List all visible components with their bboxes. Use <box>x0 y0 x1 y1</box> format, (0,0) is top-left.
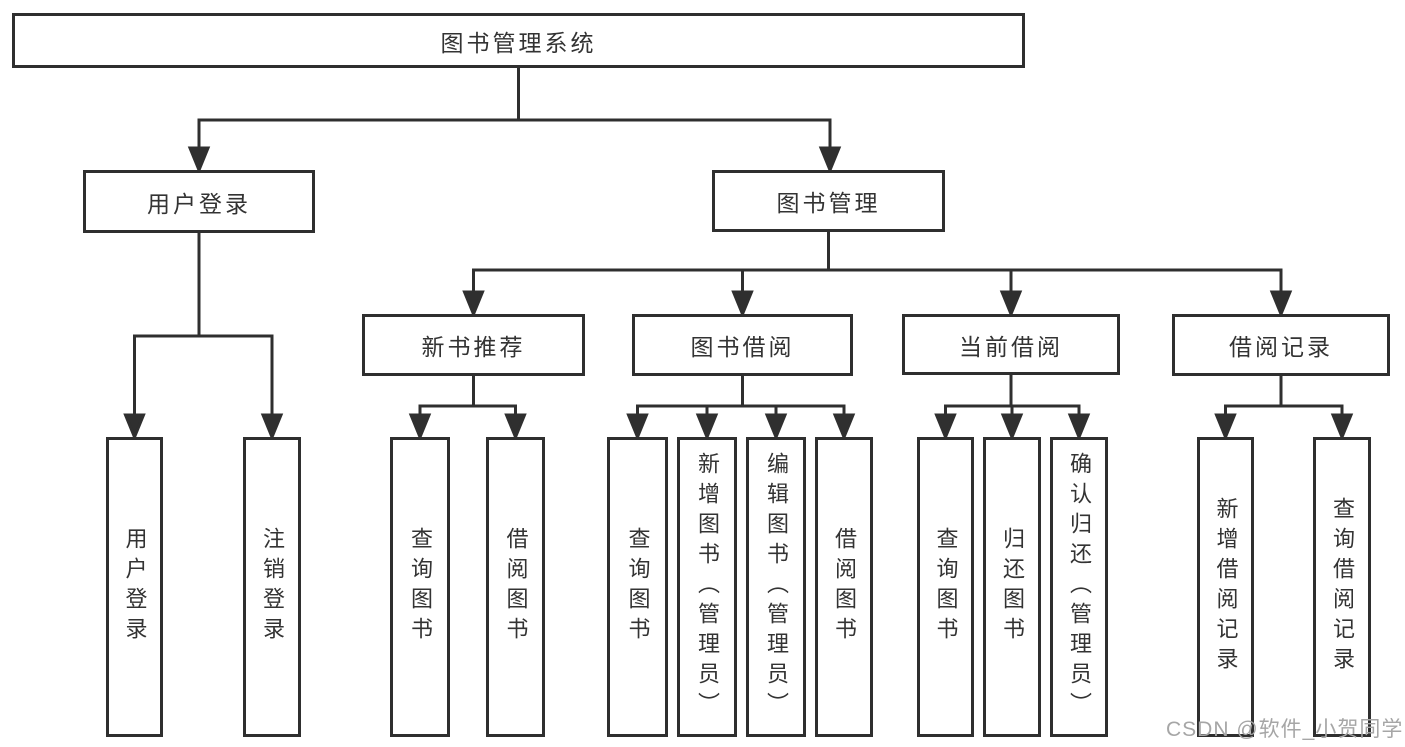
leaf-recommend-query-book: 查询图书 <box>390 437 450 737</box>
arrowhead <box>1214 413 1237 441</box>
node-book-borrow-label: 图书借阅 <box>690 334 795 360</box>
csdn-watermark: CSDN @软件_小贺同学 <box>1166 718 1404 741</box>
node-book-management: 图书管理 <box>712 170 945 232</box>
connector-book-borrow-children <box>626 376 856 441</box>
node-borrow-record-label: 借阅记录 <box>1229 334 1333 360</box>
leaf-logout-login-label: 注销登录 <box>260 527 285 647</box>
arrowhead <box>695 413 719 441</box>
leaf-current-return-book-label: 归还图书 <box>1000 527 1025 647</box>
leaf-borrow-edit-book-admin: 编辑图书（管理员） <box>746 437 806 737</box>
leaf-borrow-add-book-admin: 新增图书（管理员） <box>677 437 737 737</box>
node-current-borrow-label: 当前借阅 <box>959 333 1063 360</box>
arrowhead <box>408 413 432 441</box>
leaf-borrow-borrow-book: 借阅图书 <box>815 437 873 737</box>
arrowhead <box>626 413 649 441</box>
arrowhead <box>1000 413 1024 441</box>
arrowhead <box>1269 290 1293 318</box>
leaf-current-return-book: 归还图书 <box>983 437 1041 737</box>
node-user-login: 用户登录 <box>83 170 315 233</box>
leaf-recommend-query-book-label: 查询图书 <box>408 527 433 647</box>
leaf-recommend-borrow-book-label: 借阅图书 <box>503 527 529 647</box>
leaf-record-add-borrow-record: 新增借阅记录 <box>1197 437 1254 737</box>
node-current-borrow: 当前借阅 <box>902 314 1120 375</box>
connector-book-management-to-level3 <box>462 232 1293 318</box>
arrowhead <box>504 413 527 441</box>
leaf-logout-login: 注销登录 <box>243 437 301 737</box>
node-new-book-recommend-label: 新书推荐 <box>421 334 526 360</box>
arrowhead <box>731 290 754 318</box>
arrowhead <box>1067 413 1091 441</box>
node-book-borrow: 图书借阅 <box>632 314 853 376</box>
arrowhead <box>187 146 211 174</box>
leaf-record-add-borrow-record-label: 新增借阅记录 <box>1213 497 1239 677</box>
connector-current-borrow-children <box>934 375 1091 441</box>
connector-new-book-recommend-children <box>408 376 527 441</box>
leaf-record-query-borrow-record-label: 查询借阅记录 <box>1330 497 1355 677</box>
leaf-current-confirm-return-admin: 确认归还（管理员） <box>1050 437 1108 737</box>
node-book-management-label: 图书管理 <box>776 190 881 216</box>
arrowhead <box>1330 413 1354 441</box>
leaf-borrow-query-book: 查询图书 <box>607 437 668 737</box>
leaf-current-query-book-label: 查询图书 <box>933 527 959 647</box>
leaf-borrow-add-book-admin-label: 新增图书（管理员） <box>695 452 720 722</box>
connector-root-to-level2 <box>187 68 842 174</box>
arrowhead <box>123 413 146 441</box>
arrowhead <box>764 413 788 441</box>
leaf-borrow-edit-book-admin-label: 编辑图书（管理员） <box>764 452 789 722</box>
arrowhead <box>462 290 485 318</box>
connector-user-login-children <box>123 233 284 441</box>
arrowhead <box>818 146 842 174</box>
leaf-borrow-query-book-label: 查询图书 <box>625 527 651 647</box>
arrowhead <box>934 413 957 441</box>
node-root-system: 图书管理系统 <box>12 13 1025 68</box>
arrowhead <box>999 290 1023 318</box>
connector-borrow-record-children <box>1214 376 1354 441</box>
node-new-book-recommend: 新书推荐 <box>362 314 585 376</box>
node-borrow-record: 借阅记录 <box>1172 314 1390 376</box>
leaf-current-confirm-return-admin-label: 确认归还（管理员） <box>1067 452 1092 722</box>
leaf-user-login-label: 用户登录 <box>122 527 148 647</box>
leaf-current-query-book: 查询图书 <box>917 437 974 737</box>
leaf-recommend-borrow-book: 借阅图书 <box>486 437 545 737</box>
arrowhead <box>260 413 284 441</box>
leaf-borrow-borrow-book-label: 借阅图书 <box>832 527 857 647</box>
node-user-login-label: 用户登录 <box>147 190 251 217</box>
leaf-user-login: 用户登录 <box>106 437 163 737</box>
leaf-record-query-borrow-record: 查询借阅记录 <box>1313 437 1371 737</box>
node-root-label: 图书管理系统 <box>440 29 597 56</box>
arrowhead <box>832 413 856 441</box>
